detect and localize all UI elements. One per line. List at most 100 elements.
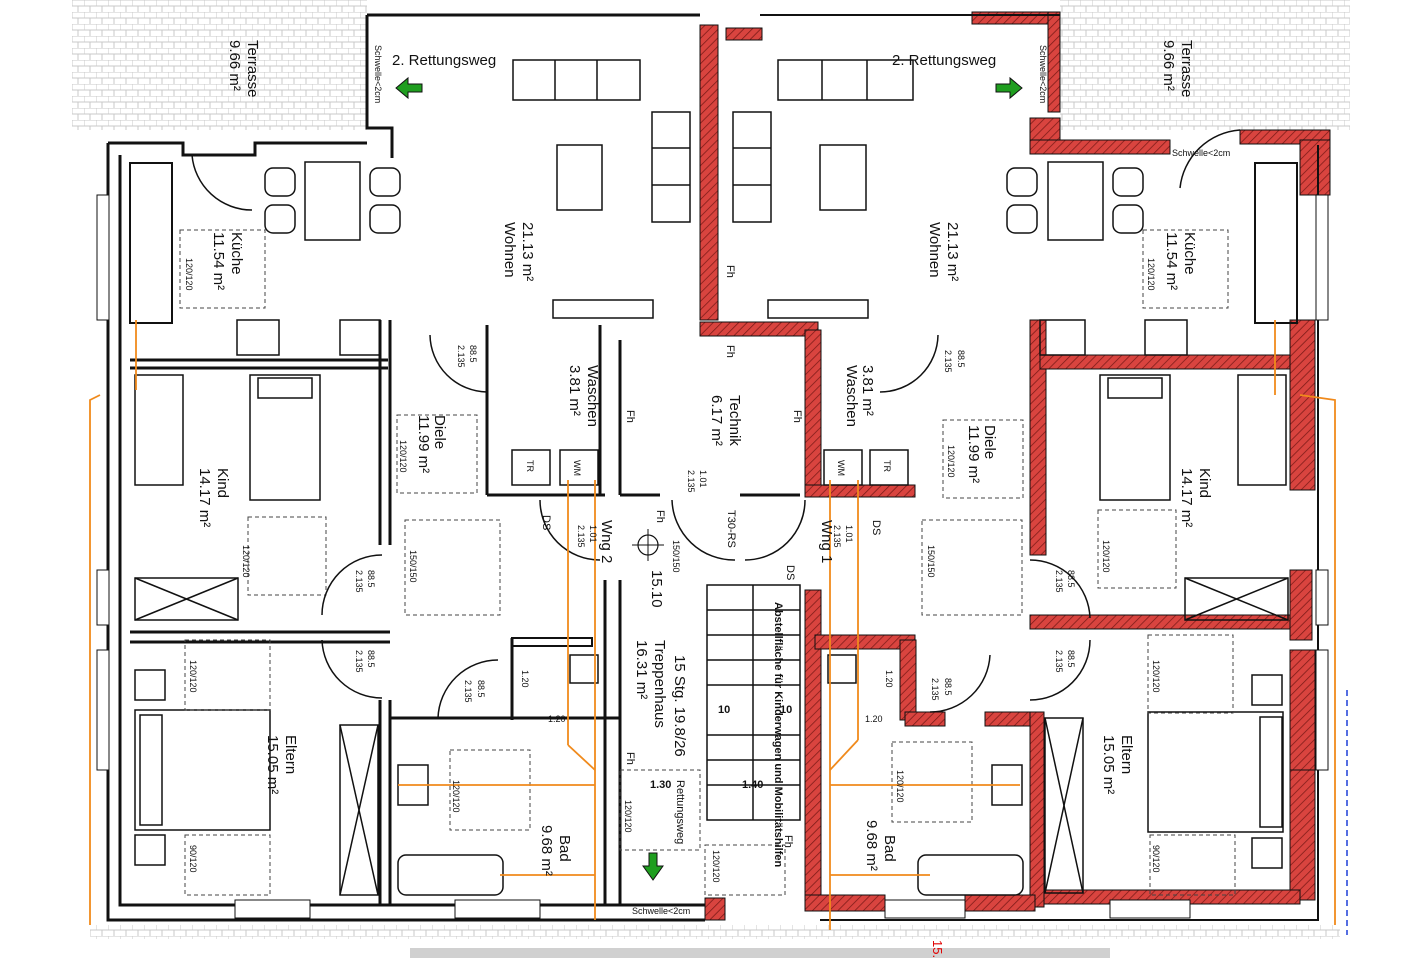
bad-left-area: 9.68 m² bbox=[538, 825, 555, 876]
wng1-label: Wng 1 bbox=[818, 520, 835, 563]
wm-right: WM bbox=[836, 460, 846, 476]
dim-130: 1.30 bbox=[650, 779, 671, 791]
eltern-right-name: Eltern bbox=[1118, 735, 1135, 774]
wohnen-right-name: Wohnen bbox=[926, 222, 943, 278]
rettungsweg-left-label: 2. Rettungsweg bbox=[392, 52, 496, 69]
door-2135-i: 2.135 bbox=[576, 525, 586, 548]
door-2135-c: 2.135 bbox=[354, 570, 364, 593]
waschen-right-name: Waschen bbox=[843, 365, 860, 427]
walls-right-outline bbox=[760, 14, 1319, 921]
door-885-c: 88.5 bbox=[366, 570, 376, 588]
bad-left-name: Bad bbox=[556, 835, 573, 862]
kind-right-area: 14.17 m² bbox=[1178, 468, 1195, 527]
num-10-right: 10 bbox=[780, 704, 792, 716]
walls-right-unit bbox=[699, 11, 1331, 921]
dim-120-l: 120/120 bbox=[711, 850, 721, 883]
kueche-left-area: 11.54 m² bbox=[210, 232, 227, 290]
door-2135-e: 2.135 bbox=[354, 650, 364, 673]
treppenhaus-name: Treppenhaus bbox=[651, 640, 668, 728]
terrasse-left-area: 9.66 m² bbox=[226, 40, 243, 91]
eltern-right-area: 15.05 m² bbox=[1100, 735, 1117, 794]
door-885-h: 88.5 bbox=[943, 678, 953, 696]
fh-2: Fh bbox=[724, 345, 736, 358]
ds-stair: DS bbox=[784, 565, 796, 580]
dim-120-h: 120/120 bbox=[1151, 660, 1161, 693]
kueche-right-name: Küche bbox=[1181, 232, 1198, 275]
door-885-f: 88.5 bbox=[1066, 650, 1076, 668]
door-2135-a: 2.135 bbox=[456, 345, 466, 368]
waschen-left-area: 3.81 m² bbox=[566, 365, 583, 416]
wm-left: WM bbox=[572, 460, 582, 476]
kueche-left-name: Küche bbox=[228, 232, 245, 275]
treppenhaus-stairs: 15 Stg. 19.8/26 bbox=[671, 655, 688, 757]
terrace-paving-left bbox=[72, 0, 367, 130]
door-885-e: 88.5 bbox=[366, 650, 376, 668]
terrasse-left-name: Terrasse bbox=[244, 40, 261, 98]
clearance-areas bbox=[179, 229, 1236, 896]
waschen-right-area: 3.81 m² bbox=[859, 365, 876, 416]
schwelle-right: Schwelle<2cm bbox=[1038, 45, 1048, 103]
door-2135-k: 2.135 bbox=[832, 525, 842, 548]
fh-4: Fh bbox=[791, 410, 803, 423]
bad-right-area: 9.68 m² bbox=[863, 820, 880, 871]
dim-120-k: 120/120 bbox=[623, 800, 633, 833]
schwelle-left: Schwelle<2cm bbox=[373, 45, 383, 103]
door-swings bbox=[191, 129, 1241, 719]
wng2-label: Wng 2 bbox=[598, 520, 615, 563]
walls-left-unit bbox=[106, 13, 800, 922]
door-885-a: 88.5 bbox=[468, 345, 478, 363]
dim-120-c: 120/120 bbox=[398, 440, 408, 473]
dim-120-a: 120/120 bbox=[184, 258, 194, 291]
diele-right-name: Diele bbox=[981, 425, 998, 459]
dim-150-c: 150/150 bbox=[671, 540, 681, 573]
diele-left-name: Diele bbox=[431, 415, 448, 449]
num-10-left: 10 bbox=[718, 704, 730, 716]
dim-90-b: 90/120 bbox=[1151, 845, 1161, 873]
bottom-paving bbox=[90, 925, 1340, 939]
eltern-left-name: Eltern bbox=[282, 735, 299, 774]
num-1510: 15.10 bbox=[648, 570, 665, 608]
diele-left-area: 11.99 m² bbox=[415, 415, 432, 473]
door-885-g: 88.5 bbox=[476, 680, 486, 698]
kueche-right-area: 11.54 m² bbox=[1163, 232, 1180, 290]
door-885-b: 88.5 bbox=[956, 350, 966, 368]
rettungsweg-stair-label: Rettungsweg bbox=[674, 780, 686, 844]
tr-left: TR bbox=[525, 460, 535, 472]
dim-120-bath-right: 1.20 bbox=[865, 714, 883, 724]
door-2135-g: 2.135 bbox=[463, 680, 473, 703]
dim-120-f: 120/120 bbox=[1101, 540, 1111, 573]
bad-right-name: Bad bbox=[881, 835, 898, 862]
dim-120-d: 120/120 bbox=[946, 445, 956, 478]
ds-right: DS bbox=[870, 520, 882, 535]
door-101-a: 1.01 bbox=[588, 525, 598, 543]
technik-area: 6.17 m² bbox=[708, 395, 725, 446]
wohnen-left-area: 21.13 m² bbox=[519, 222, 536, 281]
rescue-arrows bbox=[395, 76, 1023, 881]
installation-pipes bbox=[89, 320, 1336, 930]
wohnen-right-area: 21.13 m² bbox=[944, 222, 961, 281]
diele-right-area: 11.99 m² bbox=[965, 425, 982, 483]
dim-140: 1.40 bbox=[742, 779, 763, 791]
kind-right-name: Kind bbox=[1196, 468, 1213, 498]
terrace-paving-right bbox=[1060, 0, 1350, 130]
door-2135-f: 2.135 bbox=[1054, 650, 1064, 673]
waschen-left-name: Waschen bbox=[584, 365, 601, 427]
door-2135-h: 2.135 bbox=[930, 678, 940, 701]
svg-text:Abstellfläche für Kinderwagen: Abstellfläche für Kinderwagen und Mobili… bbox=[772, 602, 784, 868]
dim-120-bath-left: 1.20 bbox=[548, 714, 566, 724]
dim-120-g: 120/120 bbox=[188, 660, 198, 693]
num-15-red: 15. bbox=[930, 940, 945, 958]
furniture bbox=[134, 59, 1289, 896]
schwelle-top-right: Schwelle<2cm bbox=[1172, 148, 1230, 158]
fh-5: Fh bbox=[654, 510, 666, 523]
fh-6: Fh bbox=[624, 752, 636, 765]
tr-right: TR bbox=[882, 460, 892, 472]
fh-1: Fh bbox=[724, 265, 736, 278]
abstell-label: Abstellfläche für Kinderwagen und Mobili… bbox=[772, 602, 784, 868]
ds-left: DS bbox=[540, 515, 552, 530]
door-2135-j: 2.135 bbox=[686, 470, 696, 493]
wohnen-left-name: Wohnen bbox=[501, 222, 518, 278]
door-101-b: 1.01 bbox=[698, 470, 708, 488]
door-2135-d: 2.135 bbox=[1054, 570, 1064, 593]
